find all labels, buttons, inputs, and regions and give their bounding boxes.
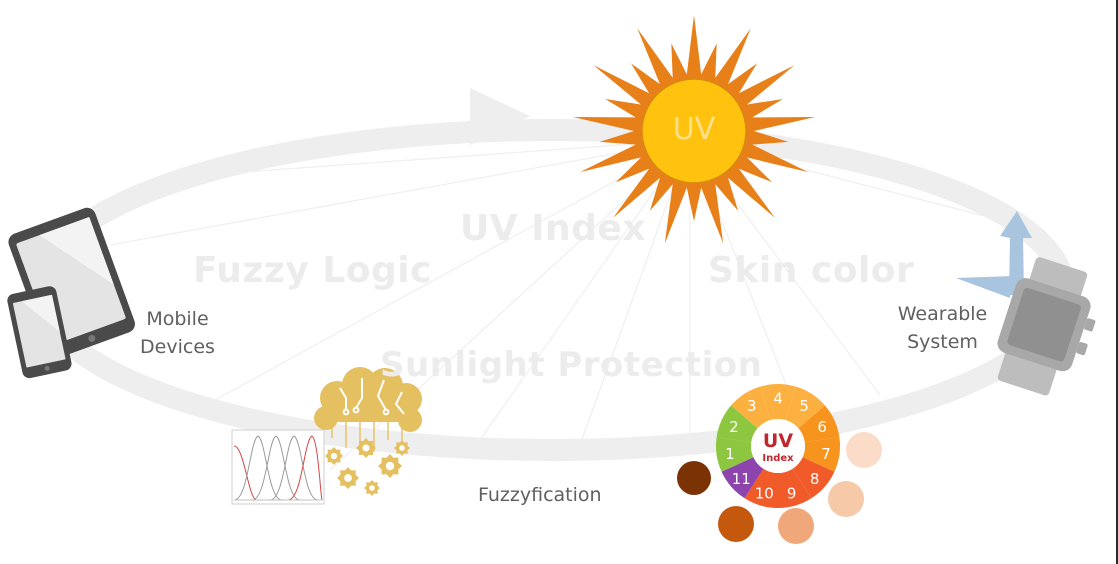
gear-hole [399, 445, 405, 451]
wearable-label-line1: Wearable [885, 300, 1000, 328]
gear-hole [344, 474, 352, 482]
uv-segment-label: 2 [729, 418, 739, 436]
concept-fuzzy-logic: Fuzzy Logic [193, 250, 432, 291]
membership-functions-plot [232, 430, 324, 504]
gear-hole [369, 485, 375, 491]
uv-segment-label: 7 [821, 445, 831, 463]
wearable-system-label: Wearable System [885, 300, 1000, 356]
skin-tone-circle [677, 461, 711, 495]
uv-wheel-center-title: UV [763, 430, 793, 452]
uv-wheel-center-subtitle: Index [762, 453, 794, 464]
uv-segment-label: 8 [810, 470, 820, 488]
skin-tone-circle [778, 508, 814, 544]
mobile-devices-label: Mobile Devices [130, 305, 225, 361]
wearable-label-line2: System [885, 328, 1000, 356]
sun-label: UV [644, 112, 744, 147]
uv-segment-label: 11 [732, 470, 751, 488]
skin-tone-circle [846, 432, 882, 468]
fuzzyfication-label: Fuzzyfication [478, 481, 602, 509]
mobile-label-line1: Mobile [130, 305, 225, 333]
wearable-watch-icon [986, 253, 1109, 404]
concept-uv-index: UV Index [460, 208, 646, 249]
uv-segment-label: 3 [747, 397, 757, 415]
skin-tone-circle [718, 506, 754, 542]
skin-tone-circle [828, 481, 864, 517]
uv-segment-label: 1 [725, 445, 735, 463]
gear-hole [386, 462, 394, 470]
uv-segment-label: 10 [755, 485, 774, 503]
uv-segment-label: 5 [799, 397, 809, 415]
uv-segment-label: 6 [817, 418, 827, 436]
concept-skin-color: Skin color [708, 250, 914, 291]
gear-hole [331, 453, 337, 459]
uv-segment-label: 4 [773, 390, 783, 408]
gear-hole [363, 445, 370, 452]
concept-sunlight-protection: Sunlight Protection [380, 345, 762, 385]
uv-segment-label: 9 [787, 485, 797, 503]
mobile-label-line2: Devices [130, 333, 225, 361]
